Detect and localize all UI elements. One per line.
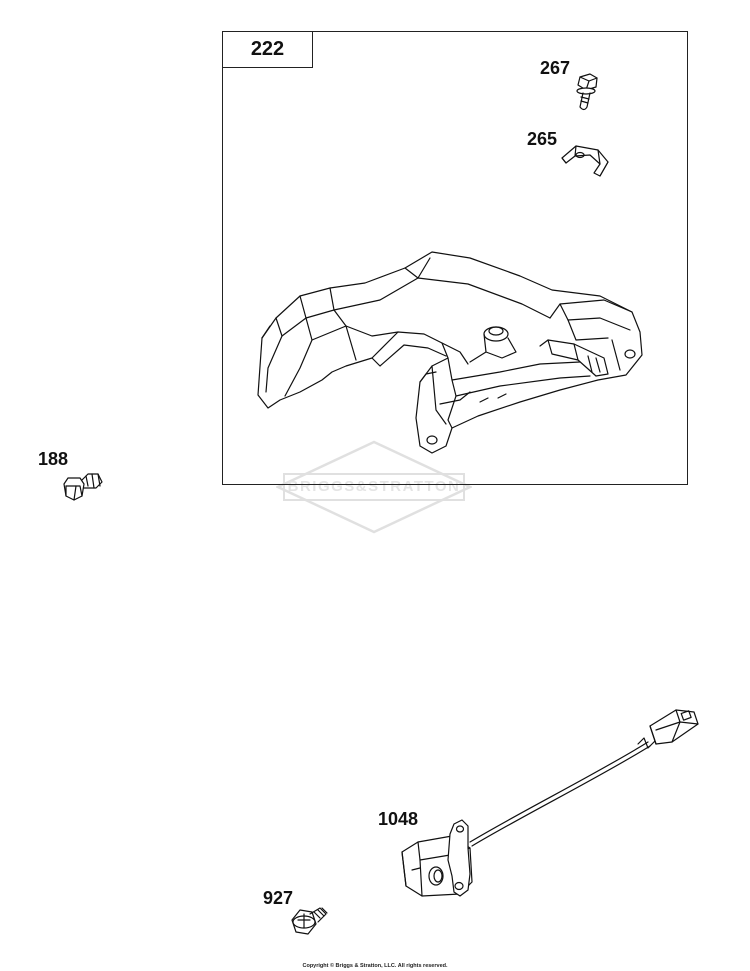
part-265-clip-drawing[interactable] (561, 145, 609, 177)
part-927-screw-drawing[interactable] (291, 907, 328, 935)
callout-927[interactable]: 927 (263, 888, 294, 908)
callout-267[interactable]: 267 (540, 58, 571, 78)
callout-188[interactable]: 188 (38, 449, 69, 469)
callout-265[interactable]: 265 (527, 129, 558, 149)
briggs-stratton-watermark-logo: BRIGGS&STRATTON (275, 440, 473, 534)
watermark-text: BRIGGS&STRATTON (287, 478, 461, 495)
part-1048-sensor-drawing[interactable] (401, 709, 699, 897)
copyright-footer: Copyright © Briggs & Stratton, LLC. All … (302, 963, 448, 969)
callout-1048[interactable]: 1048 (378, 809, 419, 829)
watermark-diamond-shape (275, 440, 473, 534)
part-222-cover-drawing[interactable] (257, 251, 643, 454)
assembly-group-frame-222: 222 (222, 31, 688, 485)
part-267-bolt-drawing[interactable] (576, 73, 598, 111)
part-188-screw-drawing[interactable] (63, 473, 103, 501)
assembly-group-label: 222 (223, 32, 313, 68)
